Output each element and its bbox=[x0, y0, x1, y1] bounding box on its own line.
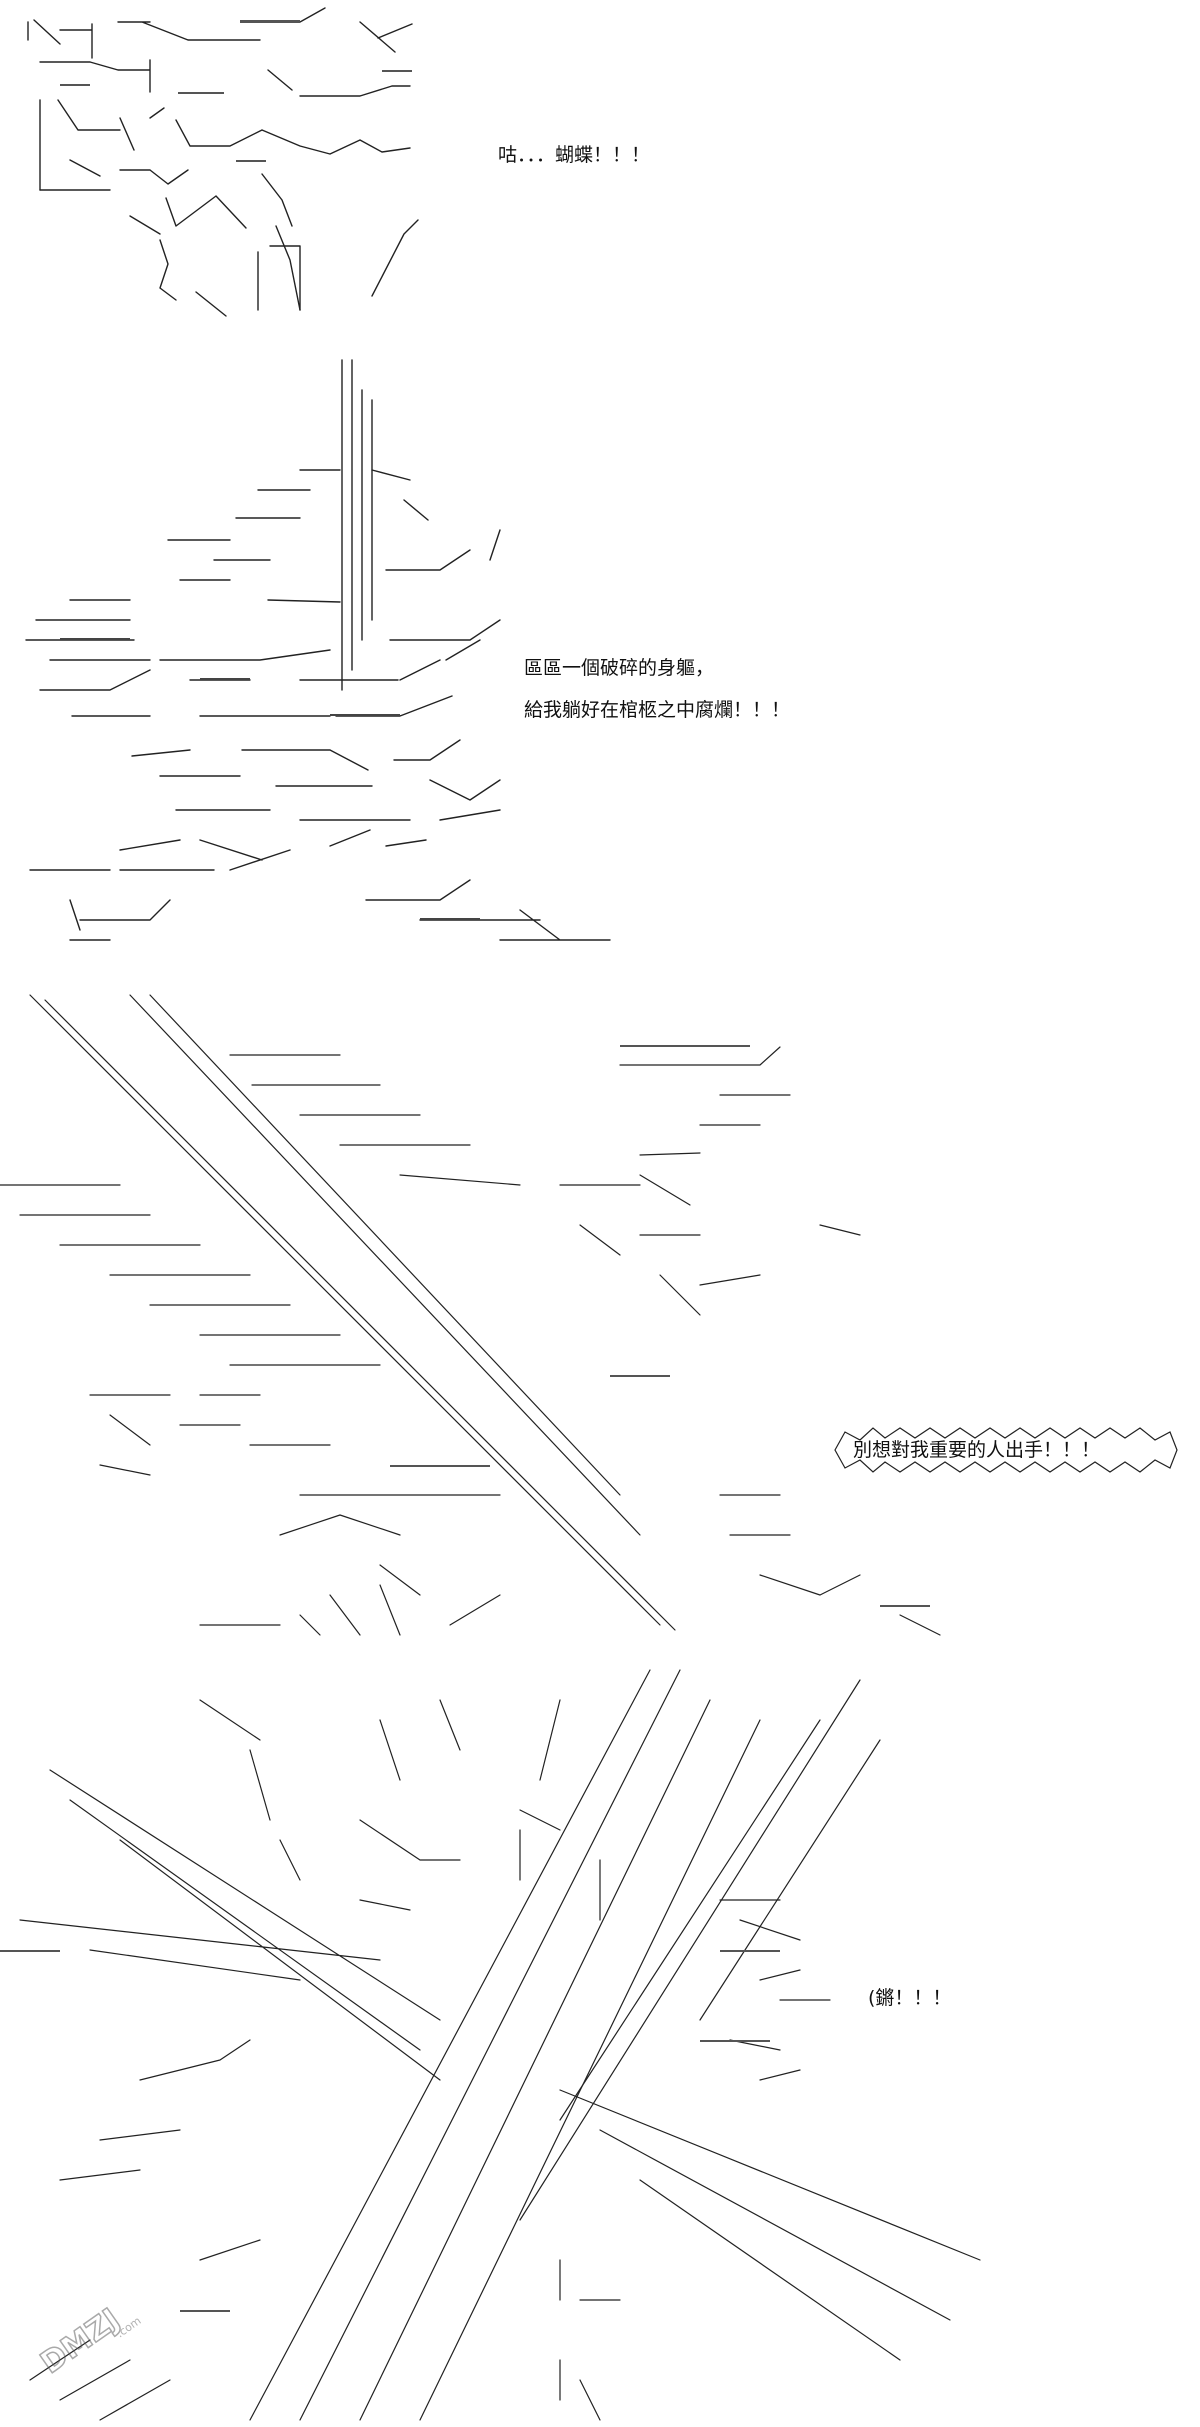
ascii-art-impact-figure bbox=[0, 1669, 981, 2421]
site-watermark-logo: DMZJ .com bbox=[34, 2301, 144, 2381]
ascii-art-butterfly-figure bbox=[27, 7, 419, 317]
panel-1: 咕．．．蝴蝶！！！ bbox=[0, 0, 1200, 330]
panel-3: 別想對我重要的人出手！！！ bbox=[0, 975, 1200, 1645]
svg-text:.com: .com bbox=[114, 2314, 144, 2340]
panel-2: 區區一個破碎的身軀， 給我躺好在棺柩之中腐爛！！！ bbox=[0, 340, 1200, 960]
panel-4: (鏘！！！ bbox=[0, 1660, 1200, 2427]
ascii-art-clash-figure bbox=[0, 994, 941, 1636]
ascii-art-spear-figure bbox=[25, 359, 611, 941]
svg-text:DMZJ: DMZJ bbox=[35, 2302, 127, 2381]
dialogue-line: 區區一個破碎的身軀， bbox=[524, 657, 715, 679]
dialogue-line: 給我躺好在棺柩之中腐爛！！！ bbox=[524, 699, 791, 721]
shout-burst-shape bbox=[834, 1427, 1178, 1473]
dialogue-line: 別想對我重要的人出手！！！ bbox=[853, 1439, 1101, 1461]
dialogue-line: 咕．．．蝴蝶！！！ bbox=[498, 144, 651, 166]
dialogue-line: (鏘！！！ bbox=[868, 1987, 952, 2009]
